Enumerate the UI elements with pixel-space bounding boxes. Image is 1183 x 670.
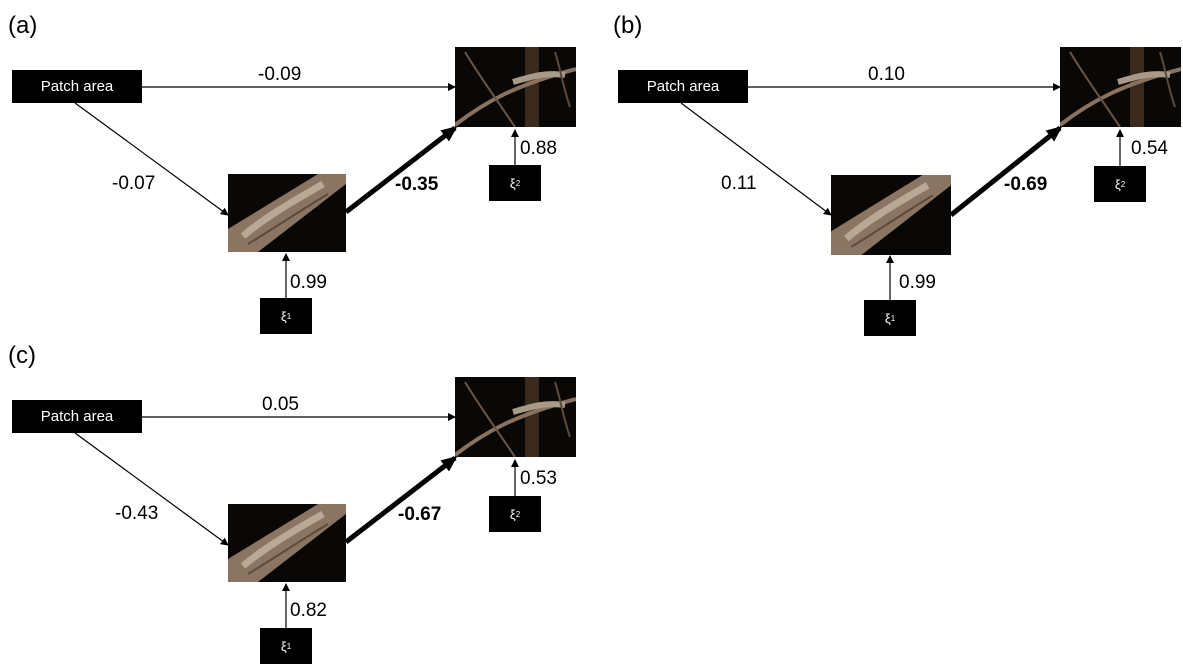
- coef-patch-to-juvenile: -0.43: [115, 503, 159, 524]
- juvenile-lizard-photo: [228, 504, 346, 582]
- path-arrows: [74, 83, 519, 298]
- coef-xi1: 0.82: [290, 600, 327, 621]
- juvenile-lizard-photo: [228, 174, 346, 252]
- panel-label: (b): [613, 12, 643, 39]
- coef-patch-to-juvenile: -0.07: [112, 173, 156, 194]
- patch-area-box: Patch area: [618, 70, 748, 103]
- coef-patch-to-adult: 0.10: [868, 64, 905, 85]
- juvenile-lizard-photo: [831, 175, 951, 255]
- patch-area-box: Patch area: [12, 400, 142, 433]
- path-arrows: [680, 83, 1124, 300]
- coef-xi1: 0.99: [290, 272, 327, 293]
- xi1-symbol: ξ: [280, 308, 287, 324]
- coef-patch-to-juvenile: 0.11: [721, 173, 757, 194]
- arrow-patch-to-juvenile: [74, 432, 229, 546]
- xi2-symbol: ξ: [509, 506, 516, 522]
- panel-label: (c): [8, 342, 36, 369]
- xi1-subscript: 1: [286, 311, 292, 321]
- arrow-juvenile-to-adult: [344, 126, 458, 214]
- panel-label: (a): [8, 12, 38, 39]
- arrow-patch-to-juvenile: [680, 102, 832, 216]
- arrow-juvenile-to-adult: [949, 126, 1063, 217]
- xi2-subscript: 2: [515, 509, 521, 519]
- adult-lizard-photo: [1060, 47, 1181, 127]
- coef-xi2: 0.54: [1131, 138, 1168, 159]
- coef-juvenile-to-adult: -0.35: [395, 174, 439, 195]
- patch-area-label: Patch area: [40, 78, 114, 95]
- coef-xi2: 0.88: [520, 138, 557, 159]
- coef-xi2: 0.53: [520, 468, 557, 489]
- xi1-subscript: 1: [286, 641, 292, 651]
- patch-area-label: Patch area: [646, 78, 720, 95]
- xi2-subscript: 2: [515, 178, 521, 188]
- patch-area-box: Patch area: [12, 70, 142, 103]
- arrow-patch-to-juvenile: [74, 102, 229, 216]
- coef-patch-to-adult: -0.09: [258, 64, 302, 85]
- xi1-symbol: ξ: [884, 310, 891, 326]
- xi1-symbol: ξ: [280, 638, 287, 654]
- patch-area-label: Patch area: [40, 408, 114, 425]
- coef-juvenile-to-adult: -0.69: [1004, 174, 1048, 195]
- coef-patch-to-adult: 0.05: [262, 394, 299, 415]
- arrow-juvenile-to-adult: [344, 456, 458, 544]
- xi1-subscript: 1: [890, 313, 896, 323]
- coef-xi1: 0.99: [899, 272, 936, 293]
- xi2-subscript: 2: [1120, 179, 1126, 189]
- xi2-symbol: ξ: [1114, 176, 1121, 192]
- xi2-symbol: ξ: [509, 175, 516, 191]
- path-arrows: [74, 413, 519, 628]
- adult-lizard-photo: [455, 47, 576, 127]
- coef-juvenile-to-adult: -0.67: [398, 504, 442, 525]
- adult-lizard-photo: [455, 377, 576, 457]
